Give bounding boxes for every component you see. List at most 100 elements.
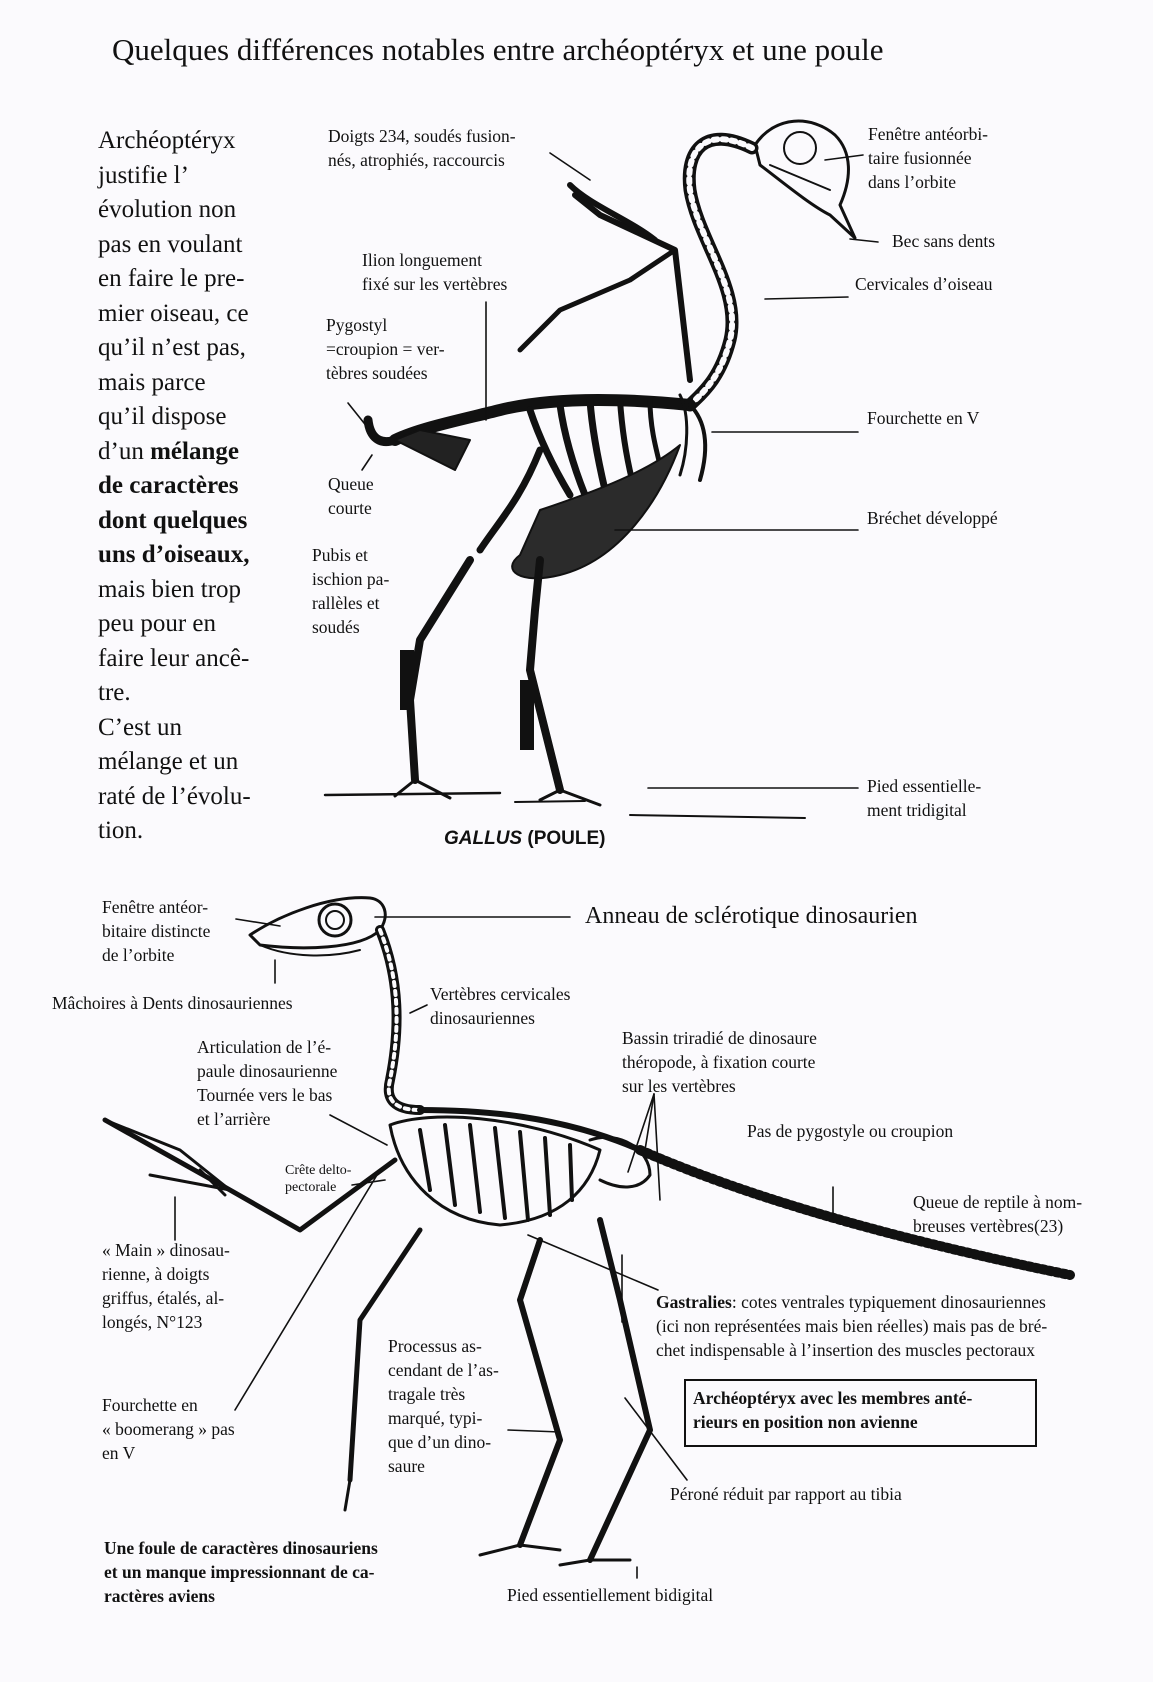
- conclusion-text: Une foule de caractères dinosauriens et …: [104, 1536, 378, 1608]
- intro-line: en faire le pre-: [98, 265, 245, 292]
- label-line: Tournée vers le bas: [197, 1085, 333, 1105]
- label-line: et l’arrière: [197, 1109, 271, 1129]
- gallus-caption-genus: GALLUS: [444, 828, 523, 849]
- label-processus: Processus as- cendant de l’as- tragale t…: [388, 1334, 499, 1478]
- intro-emphasis: mélange: [150, 437, 239, 465]
- intro-line: mier oiseau, ce: [98, 299, 249, 327]
- intro-line: tre.: [98, 679, 131, 706]
- chicken-leader-lines: [347, 152, 879, 789]
- label-line: sur les vertèbres: [622, 1076, 736, 1096]
- label-line: taire fusionnée: [868, 148, 972, 168]
- label-line: (ici non représentées mais bien réelles)…: [656, 1316, 1048, 1336]
- label-cervicales: Cervicales d’oiseau: [855, 274, 993, 294]
- label-crete: Crête delto- pectorale: [285, 1162, 351, 1196]
- label-line: ment tridigital: [867, 800, 967, 820]
- page-title: Quelques différences notables entre arch…: [112, 32, 884, 67]
- gastralies-term: Gastralies: [656, 1292, 732, 1312]
- label-line: Une foule de caractères dinosauriens: [104, 1538, 378, 1558]
- intro-line: Archéoptéryx: [98, 127, 236, 154]
- label-line: dinosauriennes: [430, 1008, 535, 1028]
- label-pygostyl: Pygostyl =croupion = ver- tèbres soudées: [326, 313, 445, 385]
- intro-line: mais bien trop: [98, 575, 242, 603]
- label-line: longés, N°123: [102, 1312, 203, 1332]
- label-perone: Péroné réduit par rapport au tibia: [670, 1484, 902, 1504]
- label-line: chet indispensable à l’insertion des mus…: [656, 1340, 1036, 1360]
- intro-line: qu’il n’est pas,: [98, 334, 246, 361]
- archaeopteryx-leader-lines: [174, 916, 834, 1579]
- label-line: nés, atrophiés, raccourcis: [328, 150, 505, 170]
- label-line: Pied essentielle-: [867, 776, 982, 796]
- label-line: saure: [388, 1456, 425, 1476]
- intro-text: Archéoptéryx justifie l’ évolution non p…: [98, 124, 251, 849]
- label-line: courte: [328, 498, 372, 518]
- label-line: dans l’orbite: [868, 172, 956, 192]
- gallus-caption: GALLUS (POULE): [444, 828, 606, 850]
- label-line: Queue: [328, 474, 374, 494]
- label-line: Ilion longuement: [362, 250, 483, 270]
- intro-line: évolution non: [98, 196, 237, 223]
- label-bec: Bec sans dents: [892, 231, 996, 251]
- label-line: Doigts 234, soudés fusion-: [328, 126, 516, 146]
- intro-line: justifie l’: [98, 161, 189, 189]
- label-pubis: Pubis et ischion pa- rallèles et soudés: [312, 543, 389, 639]
- label-vertebres: Vertèbres cervicales dinosauriennes: [430, 982, 570, 1030]
- label-line: Articulation de l’é-: [197, 1037, 332, 1057]
- label-queue-reptile: Queue de reptile à nom- breuses vertèbre…: [913, 1190, 1082, 1238]
- label-line: « boomerang » pas: [102, 1419, 235, 1439]
- label-articulation: Articulation de l’é- paule dinosaurienne…: [197, 1035, 337, 1131]
- label-line: Crête delto-: [285, 1163, 352, 1178]
- intro-line: faire leur ancê-: [98, 644, 250, 672]
- intro-line: d’un mélange: [98, 435, 251, 470]
- label-line: cendant de l’as-: [388, 1360, 499, 1380]
- label-line: Pygostyl: [326, 315, 388, 335]
- label-line: griffus, étalés, al-: [102, 1288, 225, 1308]
- label-main: « Main » dinosau- rienne, à doigts griff…: [102, 1238, 230, 1334]
- label-anneau: Anneau de sclérotique dinosaurien: [585, 903, 918, 929]
- label-line: Fenêtre antéor-: [102, 897, 209, 917]
- label-fourchette-v: Fourchette en V: [867, 408, 980, 428]
- label-gastralies: Gastralies: cotes ventrales typiquement …: [656, 1290, 1047, 1362]
- label-line: tèbres soudées: [326, 363, 428, 383]
- label-line: pectorale: [285, 1180, 337, 1195]
- label-line: Vertèbres cervicales: [430, 984, 571, 1004]
- label-line: Archéoptéryx avec les membres anté-: [693, 1388, 973, 1408]
- intro-line: qu’il dispose: [98, 403, 227, 430]
- label-ilion: Ilion longuement fixé sur les vertèbres: [362, 248, 507, 296]
- intro-line: mélange et un: [98, 748, 239, 775]
- intro-line-bold: uns d’oiseaux,: [98, 541, 250, 568]
- label-line: marqué, typi-: [388, 1408, 483, 1428]
- label-queue-courte: Queue courte: [328, 472, 374, 520]
- label-boxed-note: Archéoptéryx avec les membres anté- rieu…: [693, 1386, 972, 1434]
- label-pygostyle: Pas de pygostyle ou croupion: [747, 1121, 954, 1141]
- label-fenetre-chicken: Fenêtre antéorbi- taire fusionnée dans l…: [868, 122, 988, 194]
- label-line: paule dinosaurienne: [197, 1061, 338, 1081]
- label-line: Bassin triradié de dinosaure: [622, 1028, 817, 1048]
- label-line: en V: [102, 1443, 136, 1463]
- label-line: =croupion = ver-: [326, 339, 445, 359]
- intro-line-bold: de caractères: [98, 472, 239, 499]
- label-line: Pubis et: [312, 545, 368, 565]
- intro-line: mais parce: [98, 368, 206, 396]
- label-line: théropode, à fixation courte: [622, 1052, 816, 1072]
- label-line: Fourchette en: [102, 1395, 198, 1415]
- intro-line-start: d’un: [98, 437, 151, 465]
- label-line: rienne, à doigts: [102, 1264, 210, 1284]
- gastralies-definition: : cotes ventrales typiquement dinosaurie…: [731, 1292, 1046, 1312]
- intro-line-bold: dont quelques: [98, 506, 248, 534]
- label-bassin: Bassin triradié de dinosaure théropode, …: [622, 1026, 817, 1098]
- intro-line: pas en voulant: [98, 230, 243, 258]
- gallus-caption-common: (POULE): [522, 828, 606, 849]
- label-line: bitaire distincte: [102, 921, 211, 941]
- chicken-skeleton: [323, 119, 857, 819]
- intro-line: peu pour en: [98, 610, 217, 637]
- label-pied-tridigital: Pied essentielle- ment tridigital: [867, 774, 981, 822]
- note-box: [684, 1379, 1037, 1447]
- label-line: ractères aviens: [104, 1586, 215, 1606]
- label-line: Queue de reptile à nom-: [913, 1192, 1083, 1212]
- intro-line: tion.: [98, 817, 144, 844]
- label-pied-bidigital: Pied essentiellement bidigital: [507, 1585, 714, 1605]
- intro-line: C’est un: [98, 713, 183, 741]
- label-line: breuses vertèbres(23): [913, 1216, 1064, 1236]
- label-line: fixé sur les vertèbres: [362, 274, 508, 294]
